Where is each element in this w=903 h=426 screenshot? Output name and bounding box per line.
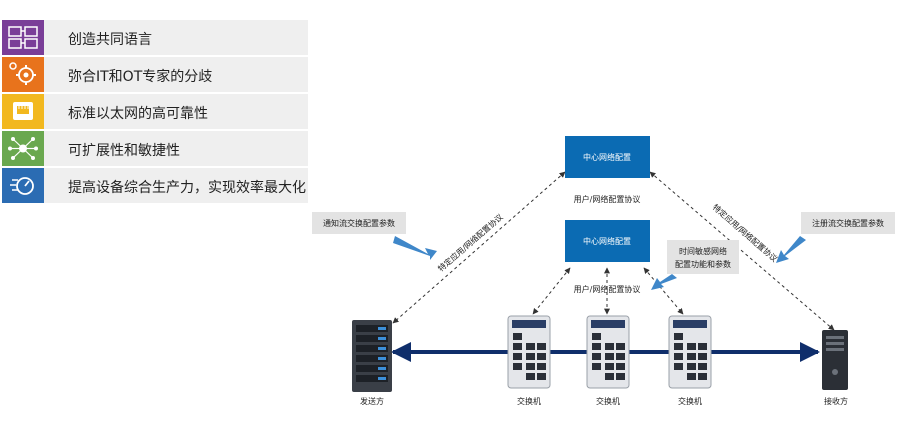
protocol-label-lower: 用户/网络配置协议 — [574, 284, 641, 294]
legend-item-common-language: 创造共同语言 — [2, 20, 308, 57]
ethernet-port-icon — [2, 94, 44, 129]
switch-2 — [586, 315, 630, 389]
legend-label: 弥合IT和OT专家的分歧 — [68, 69, 213, 85]
note-notify-params: 通知流交换配置参数 — [312, 212, 406, 234]
switch-label: 交换机 — [678, 396, 702, 406]
protocol-label-upper: 用户/网络配置协议 — [574, 194, 641, 204]
gear-handshake-icon — [2, 57, 44, 92]
receiver-computer — [822, 330, 848, 390]
left-protocol-arrow — [392, 171, 566, 324]
note-left-arrow — [393, 236, 437, 260]
note-mid-arrow — [651, 274, 677, 290]
receiver-label: 接收方 — [824, 396, 848, 406]
mid-to-switch3-arrow — [643, 267, 684, 315]
left-diagonal-label: 特定应用/网络配置协议 — [436, 212, 505, 274]
switch-1 — [507, 315, 551, 389]
note-label: 注册流交换配置参数 — [812, 218, 884, 228]
central-config-box-mid: 中心网络配置 — [565, 220, 650, 262]
hub-network-icon — [2, 131, 44, 166]
box-label: 中心网络配置 — [583, 236, 631, 246]
network-nodes-icon — [2, 20, 44, 55]
legend-item-reliability: 标准以太网的高可靠性 — [2, 94, 308, 131]
box-label: 中心网络配置 — [583, 152, 631, 162]
legend-label: 创造共同语言 — [68, 32, 152, 48]
sender-label: 发送方 — [360, 396, 384, 406]
legend-label: 提高设备综合生产力，实现效率最大化 — [68, 180, 306, 196]
switch-label: 交换机 — [596, 396, 620, 406]
note-label-line1: 时间敏感网络 — [679, 246, 727, 256]
mid-to-switch1-arrow — [532, 267, 571, 315]
note-right-arrow — [776, 236, 806, 263]
central-config-box-top: 中心网络配置 — [565, 136, 650, 178]
note-label-line2: 配置功能和参数 — [675, 259, 731, 269]
note-tsn-config: 时间敏感网络 配置功能和参数 — [667, 240, 739, 274]
legend-item-bridge-it-ot: 弥合IT和OT专家的分歧 — [2, 57, 308, 94]
gear-speed-icon — [2, 168, 44, 203]
legend-label: 标准以太网的高可靠性 — [68, 106, 208, 122]
note-label: 通知流交换配置参数 — [323, 218, 395, 228]
feature-legend: 创造共同语言 弥合IT和OT专家的分歧 标准以太网的高可靠性 — [2, 20, 308, 205]
right-protocol-arrow — [649, 171, 835, 331]
sender-server — [352, 320, 392, 392]
legend-item-efficiency: 提高设备综合生产力，实现效率最大化 — [2, 168, 308, 205]
legend-item-scalability: 可扩展性和敏捷性 — [2, 131, 308, 168]
note-register-params: 注册流交换配置参数 — [801, 212, 895, 234]
switch-label: 交换机 — [517, 396, 541, 406]
legend-label: 可扩展性和敏捷性 — [68, 143, 180, 159]
switch-3 — [668, 315, 712, 389]
